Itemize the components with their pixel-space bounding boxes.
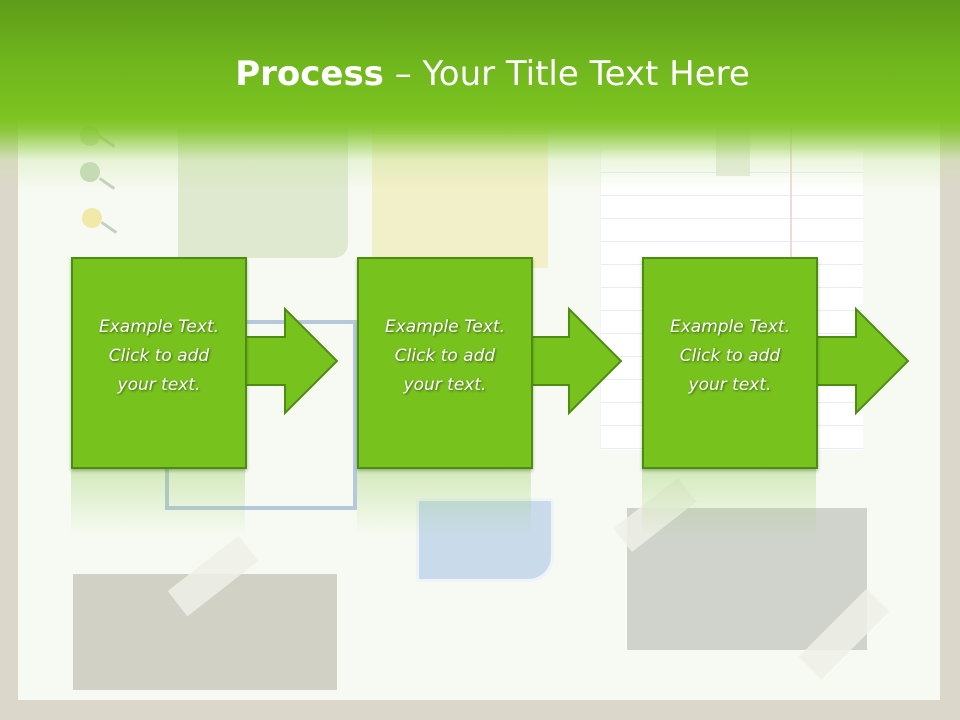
title-rest: – Your Title Text Here <box>394 54 750 94</box>
step-reflection <box>357 466 531 536</box>
slide-title[interactable]: Process – Your Title Text Here <box>0 54 960 94</box>
process-step-3[interactable]: Example Text. Click to add your text. <box>642 257 910 469</box>
gray-card-right <box>627 508 867 650</box>
step-box[interactable]: Example Text. Click to add your text. <box>71 257 247 469</box>
step-box[interactable]: Example Text. Click to add your text. <box>357 257 533 469</box>
step-box[interactable]: Example Text. Click to add your text. <box>642 257 818 469</box>
title-band <box>0 0 960 190</box>
pushpin-icon <box>82 208 102 228</box>
title-bold: Process <box>235 54 384 94</box>
arrow-right-icon <box>242 306 339 416</box>
process-step-1[interactable]: Example Text. Click to add your text. <box>71 257 339 469</box>
step-reflection <box>642 466 816 536</box>
step-text[interactable]: Example Text. Click to add your text. <box>384 317 506 395</box>
step-text[interactable]: Example Text. Click to add your text. <box>98 317 220 395</box>
step-text[interactable]: Example Text. Click to add your text. <box>669 317 791 395</box>
blue-photo-card <box>416 498 554 582</box>
arrow-right-icon <box>813 306 910 416</box>
process-step-2[interactable]: Example Text. Click to add your text. <box>357 257 625 469</box>
arrow-right-icon <box>528 306 623 416</box>
step-reflection <box>71 466 245 536</box>
